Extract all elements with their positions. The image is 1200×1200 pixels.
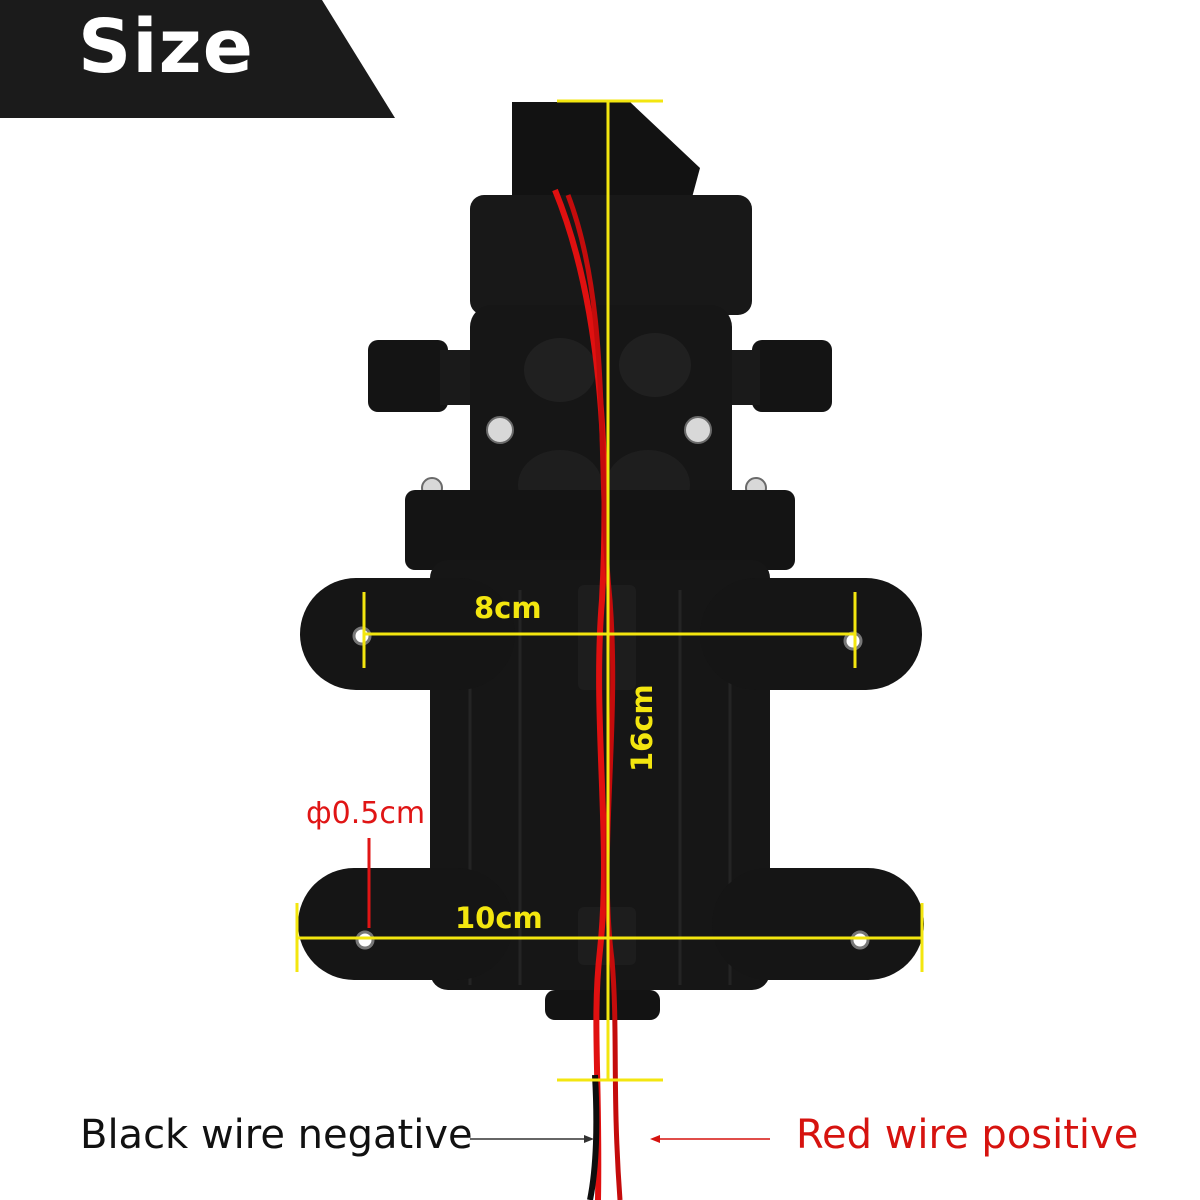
pressure-switch-ring: [405, 490, 795, 570]
red-wire-arrowhead: [650, 1135, 660, 1143]
mount-holes: [352, 626, 870, 950]
left-outlet: [368, 340, 448, 412]
screw: [486, 416, 514, 444]
black-wire-caption: Black wire negative: [80, 1112, 473, 1158]
wire-callouts: [470, 1135, 770, 1143]
mount-hole: [352, 626, 372, 646]
bottom-mount-width-label: 10cm: [455, 901, 543, 935]
red-wire: [552, 188, 608, 1200]
banner-title: Size: [78, 4, 254, 90]
right-outlet: [752, 340, 832, 412]
mount-bracket-bottom-right: [712, 868, 924, 980]
mount-hole: [850, 930, 870, 950]
red-wire-caption: Red wire positive: [796, 1112, 1139, 1158]
top-mount-width-label: 8cm: [474, 591, 542, 625]
size-banner: [0, 0, 395, 118]
mount-bracket-bottom-left: [298, 868, 513, 980]
connector-housing: [512, 102, 700, 215]
pump-head-top: [470, 195, 752, 315]
black-wire-arrowhead: [584, 1135, 594, 1143]
height-label: 16cm: [625, 684, 659, 772]
valve-cap-left: [524, 338, 596, 402]
red-wire-second: [565, 194, 623, 1200]
mount-hole: [355, 930, 375, 950]
screw: [684, 416, 712, 444]
dimension-lines: [295, 99, 924, 1082]
motor-end: [545, 990, 660, 1020]
valve-cap-right: [619, 333, 691, 397]
black-wire: [587, 1074, 600, 1200]
hole-diameter-label: ф0.5cm: [306, 796, 426, 831]
